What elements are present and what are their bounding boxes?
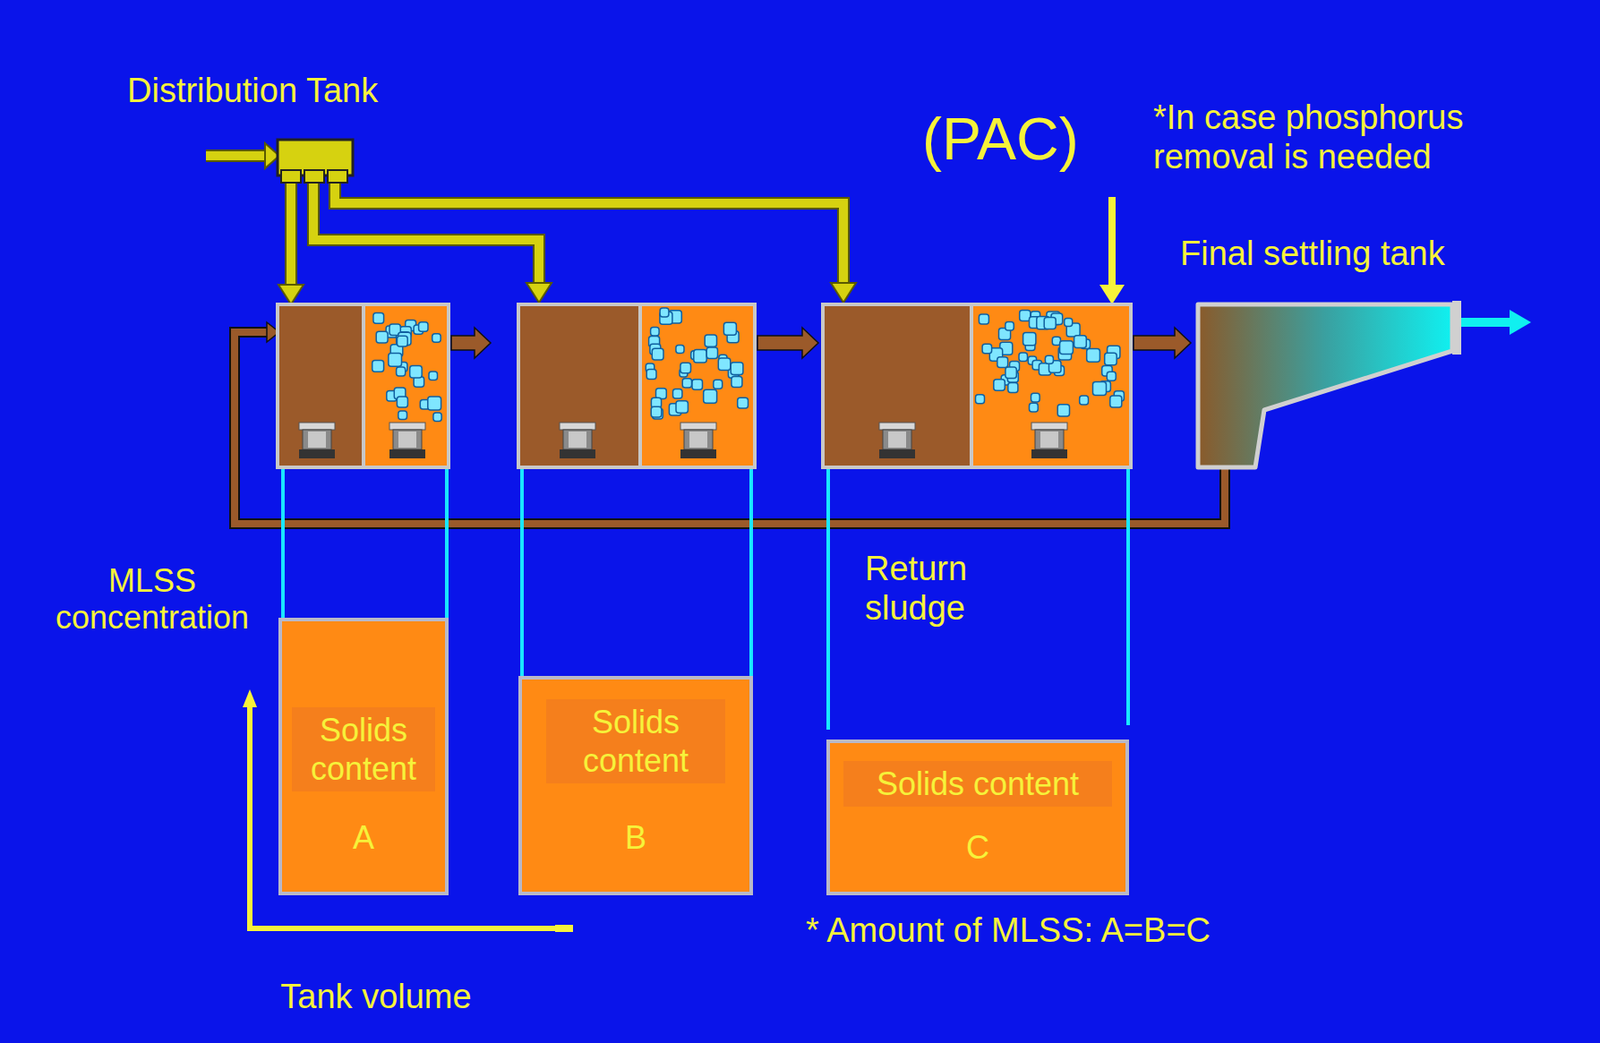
air-bubble bbox=[730, 362, 744, 376]
air-bubble bbox=[1057, 404, 1070, 417]
flow-label: Return sludge bbox=[864, 549, 1044, 628]
bar-label: Solids content bbox=[546, 699, 726, 784]
solids-bar: Solids contentB bbox=[518, 675, 753, 896]
solids-bar: Solids contentA bbox=[278, 617, 449, 896]
air-bubble bbox=[651, 348, 664, 360]
bar-letter: C bbox=[829, 828, 1126, 867]
air-bubble bbox=[1064, 318, 1073, 327]
air-bubble bbox=[723, 322, 736, 335]
bar-letter: B bbox=[521, 818, 750, 857]
air-bubble bbox=[997, 357, 1009, 368]
air-bubble bbox=[373, 313, 385, 325]
air-bubble bbox=[673, 389, 683, 399]
air-bubble bbox=[427, 396, 442, 411]
air-bubble bbox=[993, 379, 1006, 392]
air-bubble bbox=[410, 366, 423, 379]
air-bubble bbox=[396, 367, 406, 377]
note-text: *In case phosphorus removal is needed bbox=[1153, 98, 1530, 177]
chemical-label: (PAC) bbox=[922, 105, 1138, 174]
air-bubble bbox=[376, 331, 388, 343]
bar-letter: A bbox=[282, 818, 445, 857]
air-bubble bbox=[737, 397, 749, 409]
air-bubble bbox=[398, 410, 408, 420]
air-bubble bbox=[692, 379, 703, 391]
air-bubble bbox=[1060, 341, 1074, 355]
solids-bar: Solids contentC bbox=[826, 739, 1130, 896]
air-bubble bbox=[706, 347, 718, 359]
air-bubble bbox=[713, 379, 723, 389]
air-bubble bbox=[675, 401, 688, 413]
axis-label: Tank volume bbox=[259, 977, 493, 1018]
air-bubble bbox=[659, 308, 669, 317]
air-bubble bbox=[1005, 322, 1015, 332]
air-bubble bbox=[1110, 395, 1122, 408]
air-bubble bbox=[978, 314, 989, 325]
air-bubble bbox=[731, 376, 743, 388]
air-bubble bbox=[1043, 316, 1056, 329]
air-bubble bbox=[1031, 393, 1041, 403]
tank-label: Final settling tank bbox=[1180, 234, 1521, 274]
bar-label: Solids content bbox=[291, 707, 436, 792]
bar-label: Solids content bbox=[843, 761, 1113, 807]
air-bubble bbox=[982, 343, 993, 354]
air-bubble bbox=[680, 362, 692, 374]
air-bubble bbox=[975, 394, 985, 404]
air-bubble bbox=[675, 344, 685, 353]
air-bubble bbox=[419, 322, 428, 332]
air-bubble bbox=[428, 371, 438, 381]
note-text: * Amount of MLSS: A=B=C bbox=[805, 911, 1308, 951]
air-bubble bbox=[1074, 335, 1087, 349]
air-bubble bbox=[646, 369, 657, 380]
air-bubble bbox=[1086, 349, 1101, 363]
air-bubble bbox=[372, 359, 385, 372]
air-bubble bbox=[396, 396, 408, 408]
air-bubble bbox=[1023, 332, 1036, 345]
air-bubble bbox=[1044, 355, 1053, 364]
air-bubble bbox=[388, 353, 403, 368]
air-bubble bbox=[1018, 352, 1028, 362]
axis-label: MLSS concentration bbox=[35, 562, 269, 637]
air-bubble bbox=[718, 358, 731, 371]
air-bubble bbox=[397, 335, 409, 347]
air-bubble bbox=[1029, 402, 1039, 412]
air-bubble bbox=[693, 350, 707, 363]
air-bubble bbox=[704, 334, 717, 347]
air-bubble bbox=[703, 389, 718, 403]
air-bubble bbox=[1106, 371, 1116, 381]
air-bubble bbox=[432, 333, 442, 343]
air-bubble bbox=[650, 327, 660, 337]
air-bubble bbox=[1079, 395, 1089, 405]
air-bubble bbox=[1008, 382, 1019, 393]
air-bubble bbox=[1005, 367, 1017, 378]
air-bubble bbox=[650, 406, 662, 418]
air-bubble bbox=[682, 378, 692, 388]
air-bubble bbox=[433, 412, 442, 421]
air-bubble bbox=[1093, 382, 1107, 396]
tank-label: Distribution Tank bbox=[127, 71, 450, 112]
air-bubble bbox=[1104, 352, 1118, 366]
